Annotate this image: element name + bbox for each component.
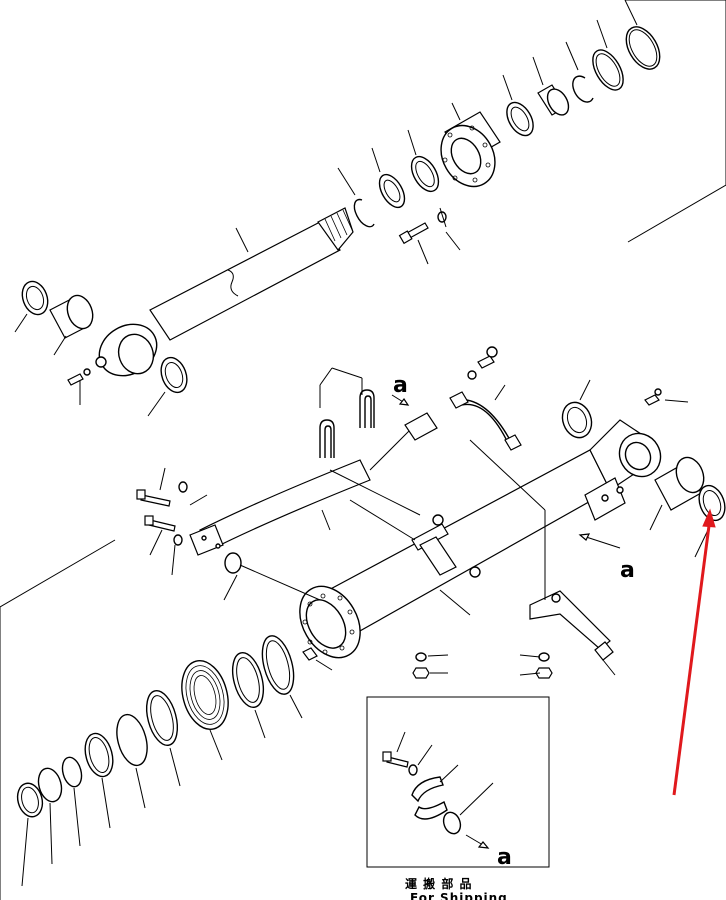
callout-a-right: a bbox=[620, 558, 635, 583]
shipping-parts-inset: a bbox=[366, 696, 550, 870]
callout-a-box: a bbox=[497, 845, 512, 870]
shipping-caption-jp: 運 搬 部 品 bbox=[405, 876, 473, 891]
red-highlight-arrow bbox=[672, 508, 716, 796]
shipping-parts-box bbox=[366, 696, 550, 868]
lower-cylinder-assembly bbox=[16, 346, 726, 887]
callout-a-upper: a bbox=[393, 373, 408, 398]
shipping-caption-en: For Shipping bbox=[410, 891, 508, 900]
upper-rod-assembly bbox=[14, 0, 661, 417]
